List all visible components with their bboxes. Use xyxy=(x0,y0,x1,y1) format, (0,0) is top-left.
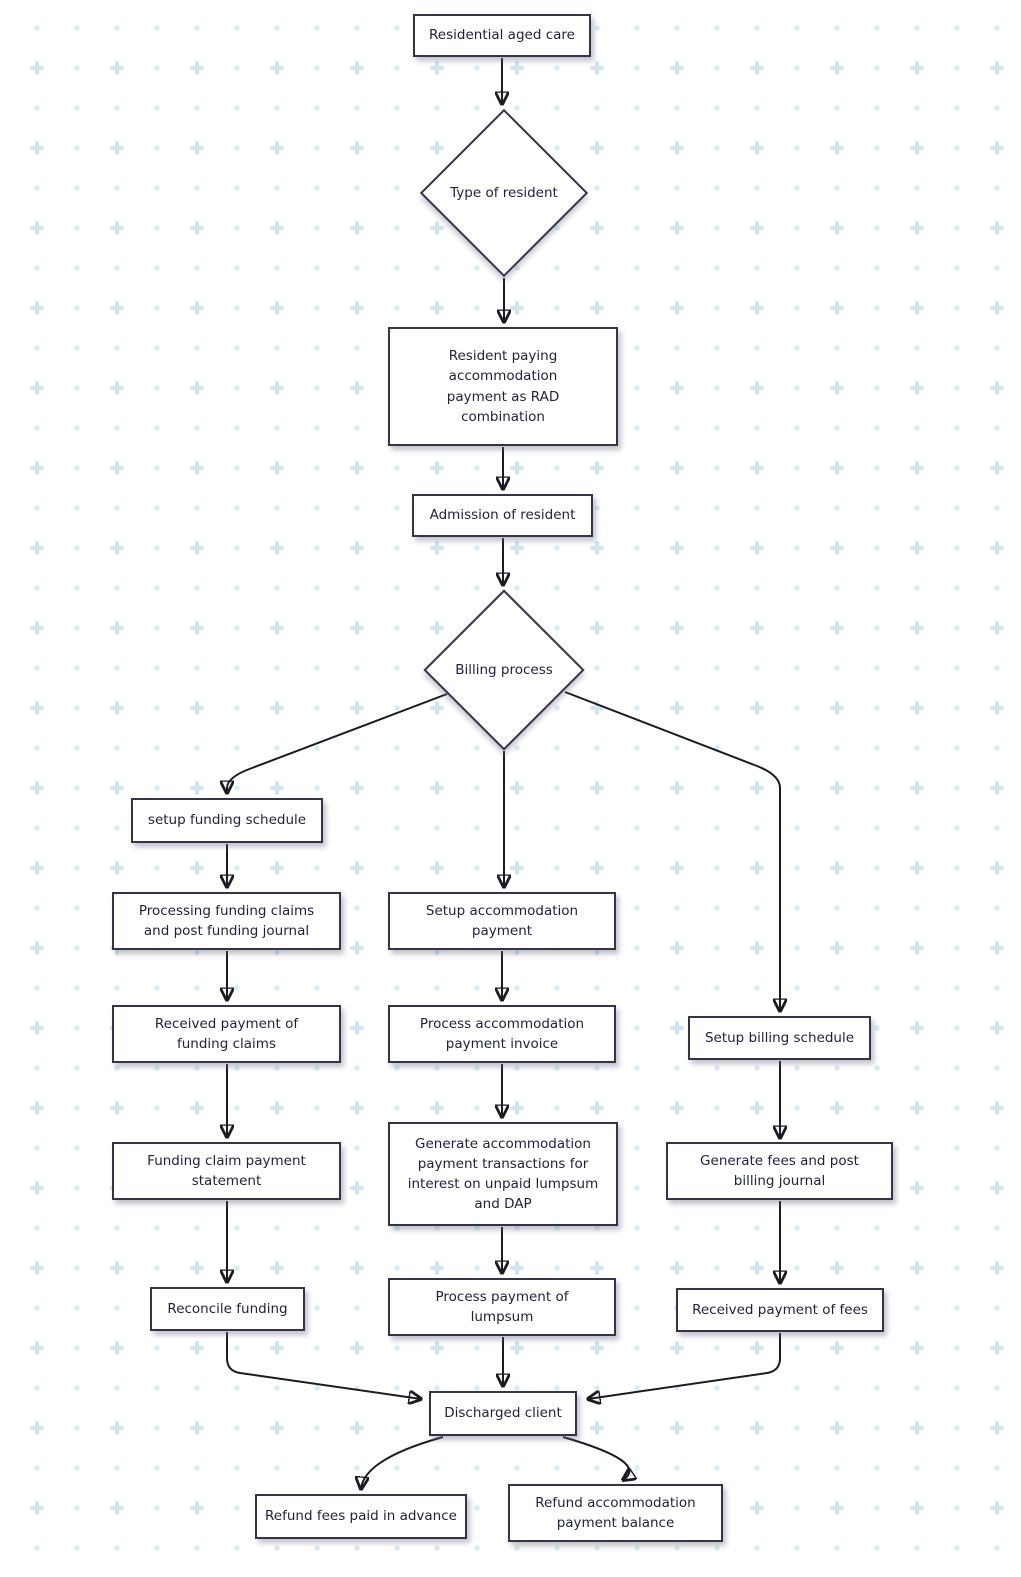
node-received-payment-funding-claims: Received payment of funding claims xyxy=(112,1005,341,1063)
node-label: Processing funding claims and post fundi… xyxy=(138,902,315,939)
node-label: Generate fees and post billing journal xyxy=(700,1152,859,1189)
node-received-payment-of-fees: Received payment of fees xyxy=(676,1288,884,1332)
node-label: Reconcile funding xyxy=(167,1300,288,1317)
node-setup-funding-schedule: setup funding schedule xyxy=(131,798,323,843)
node-refund-accommodation-payment-balance: Refund accommodation payment balance xyxy=(508,1484,723,1542)
node-label: Funding claim payment statement xyxy=(147,1152,306,1189)
node-label: Discharged client xyxy=(444,1405,562,1422)
node-reconcile-funding: Reconcile funding xyxy=(150,1287,305,1331)
node-discharged-client: Discharged client xyxy=(429,1391,577,1436)
node-funding-claim-payment-statement: Funding claim payment statement xyxy=(112,1142,341,1200)
node-label: Generate accommodation payment transacti… xyxy=(407,1135,599,1213)
node-label: Setup accommodation payment xyxy=(425,902,579,939)
node-resident-paying-rad: Resident paying accommodation payment as… xyxy=(388,327,618,446)
node-generate-accommodation-payment-transactions: Generate accommodation payment transacti… xyxy=(388,1122,618,1226)
node-label: Type of resident xyxy=(450,184,558,201)
node-label: Residential aged care xyxy=(429,27,575,44)
node-label: Billing process xyxy=(455,661,553,678)
node-label: Process payment of lumpsum xyxy=(435,1288,569,1325)
node-label: Received payment of fees xyxy=(692,1301,868,1318)
node-label: Refund fees paid in advance xyxy=(265,1508,457,1525)
node-admission-of-resident: Admission of resident xyxy=(412,494,593,537)
node-setup-billing-schedule: Setup billing schedule xyxy=(688,1016,871,1060)
node-residential-aged-care: Residential aged care xyxy=(413,14,591,57)
node-label: Resident paying accommodation payment as… xyxy=(446,348,560,425)
node-refund-fees-paid-in-advance: Refund fees paid in advance xyxy=(255,1494,467,1539)
node-label: Admission of resident xyxy=(429,507,576,524)
node-process-payment-of-lumpsum: Process payment of lumpsum xyxy=(388,1278,616,1336)
node-processing-funding-claims: Processing funding claims and post fundi… xyxy=(112,892,341,950)
node-label: Received payment of funding claims xyxy=(154,1015,299,1052)
node-label: Process accommodation payment invoice xyxy=(419,1015,585,1052)
node-label: Refund accommodation payment balance xyxy=(535,1494,696,1531)
node-label: setup funding schedule xyxy=(147,812,307,829)
node-label: Setup billing schedule xyxy=(704,1029,855,1046)
node-billing-process: Billing process xyxy=(423,589,585,751)
node-type-of-resident: Type of resident xyxy=(419,108,589,278)
node-process-accommodation-payment-invoice: Process accommodation payment invoice xyxy=(388,1005,616,1063)
node-generate-fees-post-billing-journal: Generate fees and post billing journal xyxy=(666,1142,893,1200)
node-setup-accommodation-payment: Setup accommodation payment xyxy=(388,892,616,950)
